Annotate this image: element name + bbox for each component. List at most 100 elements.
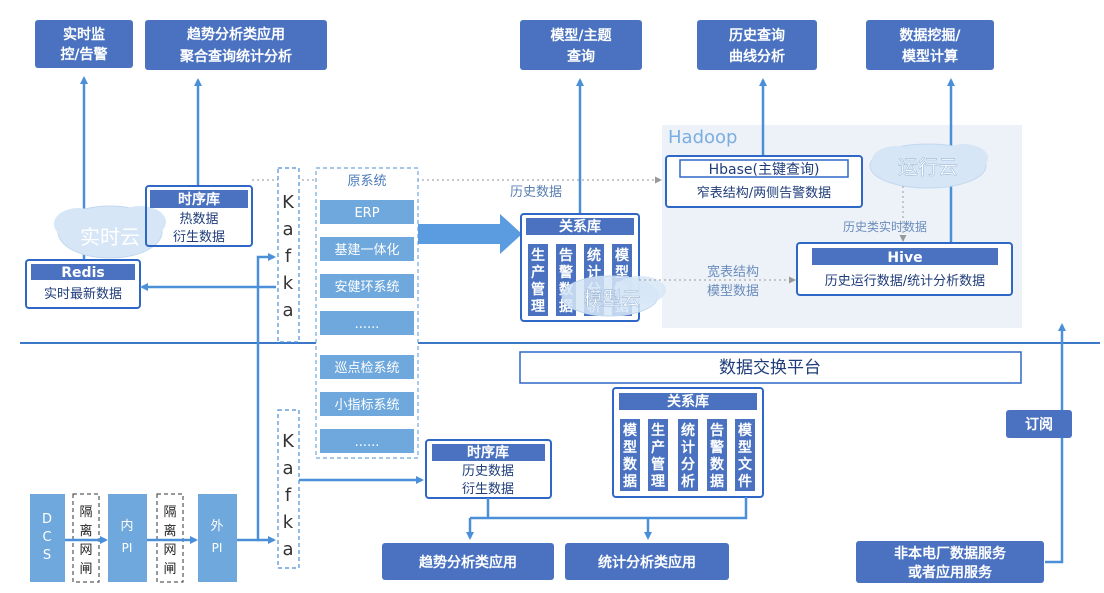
- hbase-box[interactable]: Hbase(主键查询) 窄表结构/两侧告警数据: [665, 155, 863, 208]
- svg-text:网: 网: [79, 543, 92, 558]
- svg-text:趋势分析类应用: 趋势分析类应用: [419, 554, 517, 571]
- rel-bottom-col-alarm: 告 警 数 据: [707, 419, 727, 491]
- svg-text:统计分析类应用: 统计分析类应用: [598, 554, 696, 571]
- svg-text:关系库: 关系库: [667, 393, 709, 410]
- svg-text:关系库: 关系库: [559, 218, 601, 235]
- svg-text:据: 据: [710, 473, 724, 490]
- hive-box[interactable]: Hive 历史运行数据/统计分析数据: [796, 242, 1013, 296]
- svg-text:S: S: [43, 548, 51, 563]
- external-service-box[interactable]: 非本电厂数据服务 或者应用服务: [856, 541, 1044, 583]
- svg-text:聚合查询统计分析: 聚合查询统计分析: [179, 48, 292, 65]
- svg-text:控/告警: 控/告警: [60, 46, 107, 63]
- svg-text:数据挖掘/: 数据挖掘/: [899, 27, 961, 44]
- realtime-tsdb-box[interactable]: 时序库 热数据 衍生数据: [145, 185, 253, 247]
- tsdb-bottom[interactable]: 时序库 历史数据 衍生数据: [425, 439, 552, 499]
- svg-text:衍生数据: 衍生数据: [462, 482, 514, 497]
- gap-box-2[interactable]: 隔 离 网 闸: [156, 493, 184, 583]
- wide-table-label-1: 宽表结构: [707, 264, 759, 280]
- svg-text:计: 计: [681, 439, 695, 456]
- rel-bottom-col-production: 生 产 管 理: [648, 419, 668, 491]
- svg-text:查询: 查询: [567, 48, 595, 65]
- svg-text:产: 产: [531, 264, 545, 281]
- svg-text:f: f: [285, 485, 292, 506]
- history-realtime-label: 历史类实时数据: [843, 219, 927, 234]
- svg-text:安健环系统: 安健环系统: [334, 280, 399, 295]
- hadoop-title: Hadoop: [668, 127, 737, 148]
- svg-text:数: 数: [623, 456, 638, 473]
- svg-text:告: 告: [710, 422, 724, 439]
- arrow-external-subscribe: [1045, 323, 1066, 564]
- svg-text:k: k: [283, 512, 294, 533]
- dcs-box[interactable]: D C S: [30, 494, 65, 582]
- svg-text:历史查询: 历史查询: [729, 27, 785, 44]
- svg-text:模: 模: [738, 422, 753, 439]
- svg-text:数: 数: [710, 456, 725, 473]
- data-mining-box[interactable]: 数据挖掘/ 模型计算: [866, 20, 994, 70]
- kafka-top[interactable]: K a f k a: [277, 167, 300, 343]
- source-item-erp[interactable]: ERP: [320, 200, 414, 224]
- svg-text:隔: 隔: [163, 505, 176, 520]
- svg-text:基建一体化: 基建一体化: [334, 243, 399, 258]
- inner-pi-box[interactable]: 内 PI: [108, 494, 147, 582]
- svg-text:时序库: 时序库: [178, 191, 220, 208]
- redis-box[interactable]: Redis 实时最新数据: [25, 259, 141, 309]
- svg-text:......: ......: [355, 317, 380, 332]
- run-cloud: 运行云: [869, 143, 988, 189]
- wide-table-label-2: 模型数据: [707, 284, 759, 299]
- svg-text:告: 告: [559, 247, 573, 264]
- source-item-indicator[interactable]: 小指标系统: [320, 392, 414, 416]
- svg-text:闸: 闸: [79, 562, 92, 577]
- model-query-box[interactable]: 模型/主题 查询: [520, 20, 642, 70]
- svg-text:生: 生: [651, 422, 665, 439]
- svg-text:a: a: [282, 539, 293, 560]
- svg-text:衍生数据: 衍生数据: [173, 230, 225, 245]
- svg-text:热数据: 热数据: [179, 212, 218, 227]
- svg-text:模: 模: [623, 422, 638, 439]
- svg-text:分: 分: [681, 457, 695, 473]
- svg-text:统: 统: [587, 247, 601, 264]
- stats-app-box[interactable]: 统计分析类应用: [565, 543, 729, 580]
- svg-text:订阅: 订阅: [1025, 416, 1053, 433]
- realtime-monitor-box[interactable]: 实时监 控/告警: [35, 20, 133, 68]
- realtime-cloud: 实时云: [54, 205, 166, 259]
- line-rel-to-apps: [470, 497, 748, 520]
- svg-text:警: 警: [559, 264, 573, 281]
- svg-text:实时监: 实时监: [63, 26, 105, 43]
- rel-bottom-col-stats: 统 计 分 析: [678, 419, 698, 491]
- data-exchange-platform[interactable]: 数据交换平台: [519, 351, 1022, 384]
- svg-text:Hive: Hive: [887, 250, 922, 266]
- svg-text:据: 据: [623, 473, 637, 490]
- svg-text:网: 网: [163, 543, 176, 558]
- svg-text:运行云: 运行云: [898, 155, 958, 179]
- svg-text:统: 统: [681, 422, 695, 439]
- source-item-more-bottom[interactable]: ......: [320, 429, 414, 453]
- svg-text:理: 理: [531, 299, 545, 315]
- svg-text:时序库: 时序库: [467, 444, 509, 461]
- svg-text:理: 理: [651, 474, 665, 490]
- big-arrow-source-to-rel: [418, 214, 522, 254]
- svg-text:......: ......: [355, 435, 380, 450]
- subscribe-box[interactable]: 订阅: [1006, 410, 1072, 438]
- svg-text:型: 型: [623, 439, 637, 456]
- outer-pi-box[interactable]: 外 PI: [198, 494, 237, 582]
- svg-text:历史数据: 历史数据: [462, 464, 514, 479]
- trend-app-box[interactable]: 趋势分析类应用: [382, 543, 554, 580]
- source-item-safety[interactable]: 安健环系统: [320, 274, 414, 298]
- svg-text:内: 内: [120, 518, 133, 534]
- svg-text:文: 文: [738, 456, 753, 473]
- rel-bottom-col-model-file: 模 型 文 件: [735, 419, 755, 491]
- svg-text:析: 析: [681, 473, 695, 490]
- svg-text:实时最新数据: 实时最新数据: [44, 286, 122, 302]
- kafka-bottom[interactable]: K a f k a: [277, 409, 300, 569]
- svg-text:件: 件: [738, 473, 752, 490]
- source-item-more-top[interactable]: ......: [320, 311, 414, 335]
- history-data-label: 历史数据: [510, 185, 562, 200]
- svg-text:模: 模: [615, 247, 630, 264]
- source-item-inspection[interactable]: 巡点检系统: [320, 355, 414, 379]
- source-item-infra[interactable]: 基建一体化: [320, 237, 414, 261]
- svg-text:ERP: ERP: [354, 206, 379, 221]
- gap-box-1[interactable]: 隔 离 网 闸: [72, 493, 100, 583]
- history-query-box[interactable]: 历史查询 曲线分析: [697, 20, 817, 70]
- trend-analysis-box[interactable]: 趋势分析类应用 聚合查询统计分析: [145, 20, 327, 70]
